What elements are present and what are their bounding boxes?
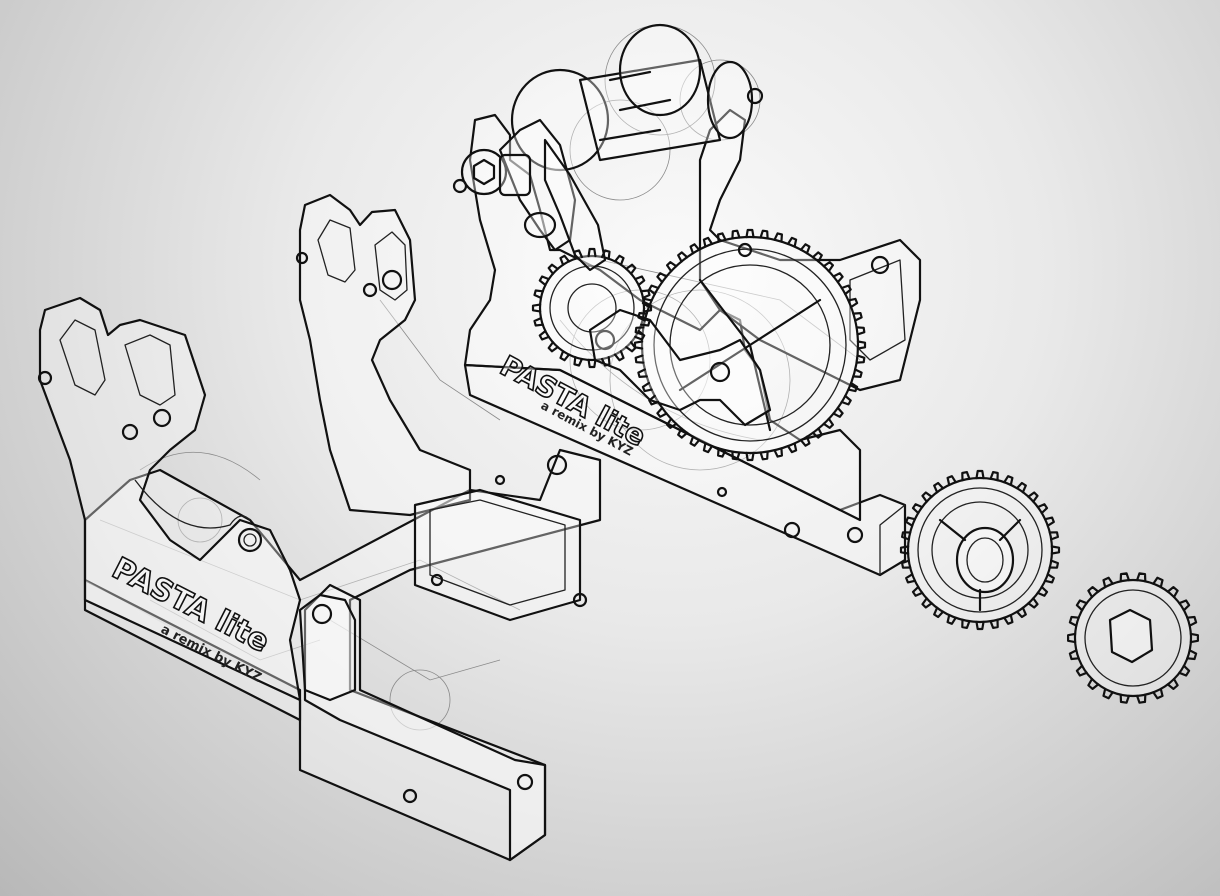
left-front-boss: [298, 593, 357, 702]
gear-teeth-ring-0: [531, 247, 653, 369]
right-upper-bracket: [698, 108, 922, 392]
right-extruder-assembly: PASTA lite a remix by KYZ: [452, 23, 922, 577]
left-rear-arm: [298, 193, 472, 517]
gear-teeth: [531, 228, 1199, 704]
gear-teeth-ring-3: [1067, 572, 1199, 704]
gear-teeth-ring-1: [633, 228, 867, 462]
right-assembly-holes: [452, 87, 890, 544]
pivot-pin: [523, 211, 557, 239]
gear-spur-segment: [543, 138, 607, 272]
left-extruder-frame: PASTA lite a remix by KYZ: [37, 193, 602, 862]
right-body-plate: [463, 113, 862, 522]
drive-arm: [588, 308, 772, 427]
filament-spool: [510, 23, 754, 172]
left-motor-box: [413, 488, 582, 622]
gear-teeth-ring-2: [899, 469, 1061, 631]
left-frame-holes: [37, 251, 588, 804]
hex-bolt: [460, 148, 532, 197]
assembly-small-gear: [538, 254, 646, 362]
loose-small-gear: [1073, 578, 1193, 698]
loose-medium-gear: [906, 476, 1054, 624]
left-frame-hidden-lines: [99, 299, 521, 731]
left-upright-arm: [38, 296, 302, 702]
left-side-channel: [303, 583, 547, 862]
